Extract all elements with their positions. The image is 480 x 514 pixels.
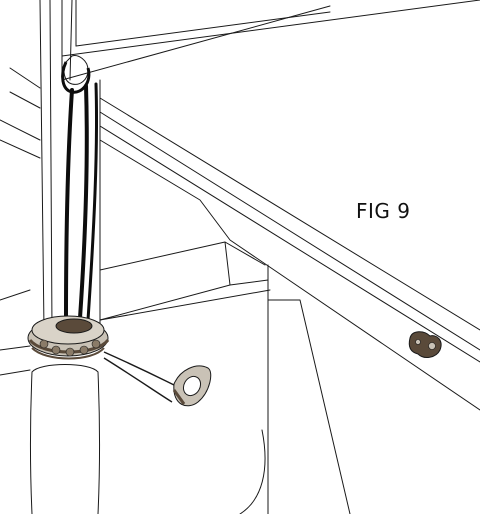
wall-hook	[408, 331, 442, 358]
lanyard	[103, 351, 177, 403]
side-rails	[0, 67, 480, 411]
vertical-post	[39, 0, 101, 331]
upper-beam	[61, 0, 480, 81]
lower-cylinder	[30, 364, 266, 514]
rope-cleat-coil	[27, 315, 110, 360]
figure-label: FIG 9	[356, 199, 411, 223]
lower-structure	[0, 241, 351, 514]
cord-loop	[61, 61, 99, 322]
cord-toggle	[172, 365, 212, 407]
